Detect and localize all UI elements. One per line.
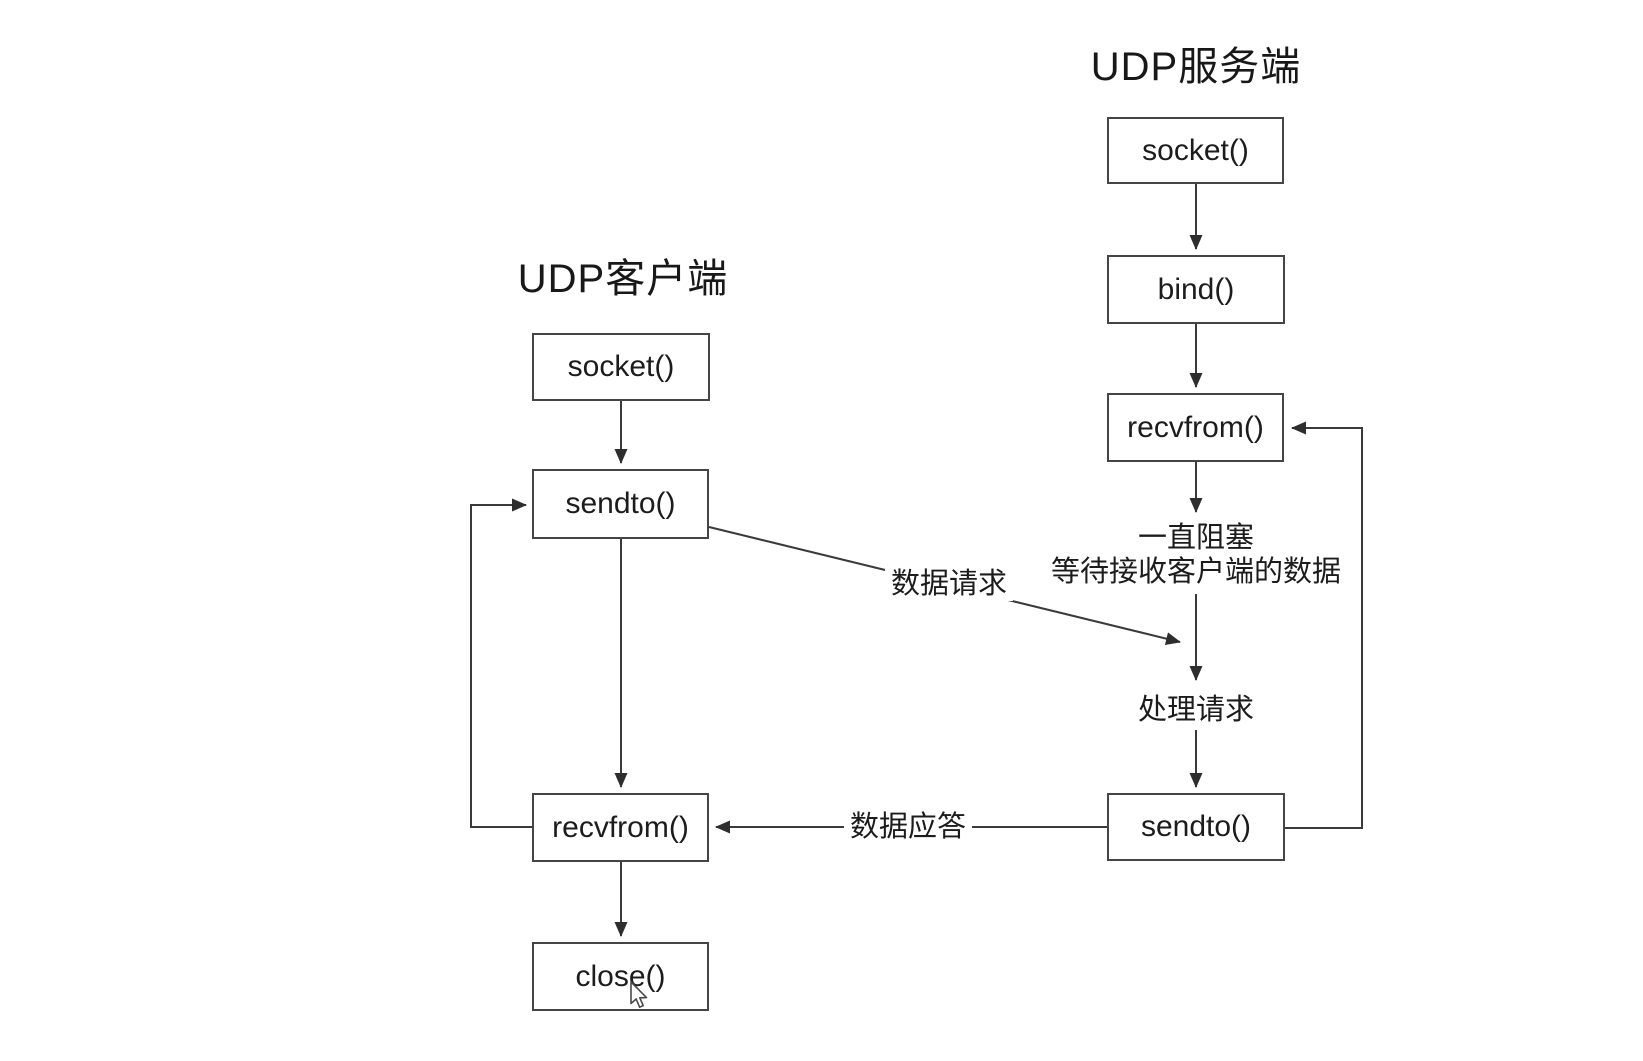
box-label: sendto()	[1140, 810, 1252, 843]
client-box-socket: socket()	[532, 333, 710, 401]
server-box-socket: socket()	[1107, 117, 1284, 184]
client-title: UDP客户端	[517, 257, 729, 301]
server-box-sendto: sendto()	[1107, 793, 1285, 861]
client-box-sendto: sendto()	[532, 469, 709, 539]
client-box-recvfrom: recvfrom()	[532, 793, 709, 862]
blocking-note-line2: 等待接收客户端的数据	[1050, 556, 1342, 588]
box-label: recvfrom()	[1127, 410, 1264, 444]
box-label: close()	[575, 959, 666, 993]
blocking-note-line1: 一直阻塞	[1137, 522, 1255, 554]
blocking-note: 一直阻塞 等待接收客户端的数据	[1051, 521, 1341, 589]
box-label: bind()	[1157, 272, 1235, 306]
data-request-label: 数据请求	[884, 567, 1014, 601]
server-box-recvfrom: recvfrom()	[1107, 393, 1284, 462]
box-label: socket()	[1142, 133, 1249, 167]
box-label: recvfrom()	[552, 810, 689, 844]
data-reply-label: 数据应答	[843, 810, 973, 844]
client-box-close: close()	[532, 942, 709, 1011]
box-label: socket()	[567, 350, 675, 383]
box-label: sendto()	[565, 487, 676, 520]
process-request-note: 处理请求	[1137, 694, 1255, 726]
server-box-bind: bind()	[1107, 255, 1285, 324]
server-title: UDP服务端	[1090, 45, 1302, 89]
